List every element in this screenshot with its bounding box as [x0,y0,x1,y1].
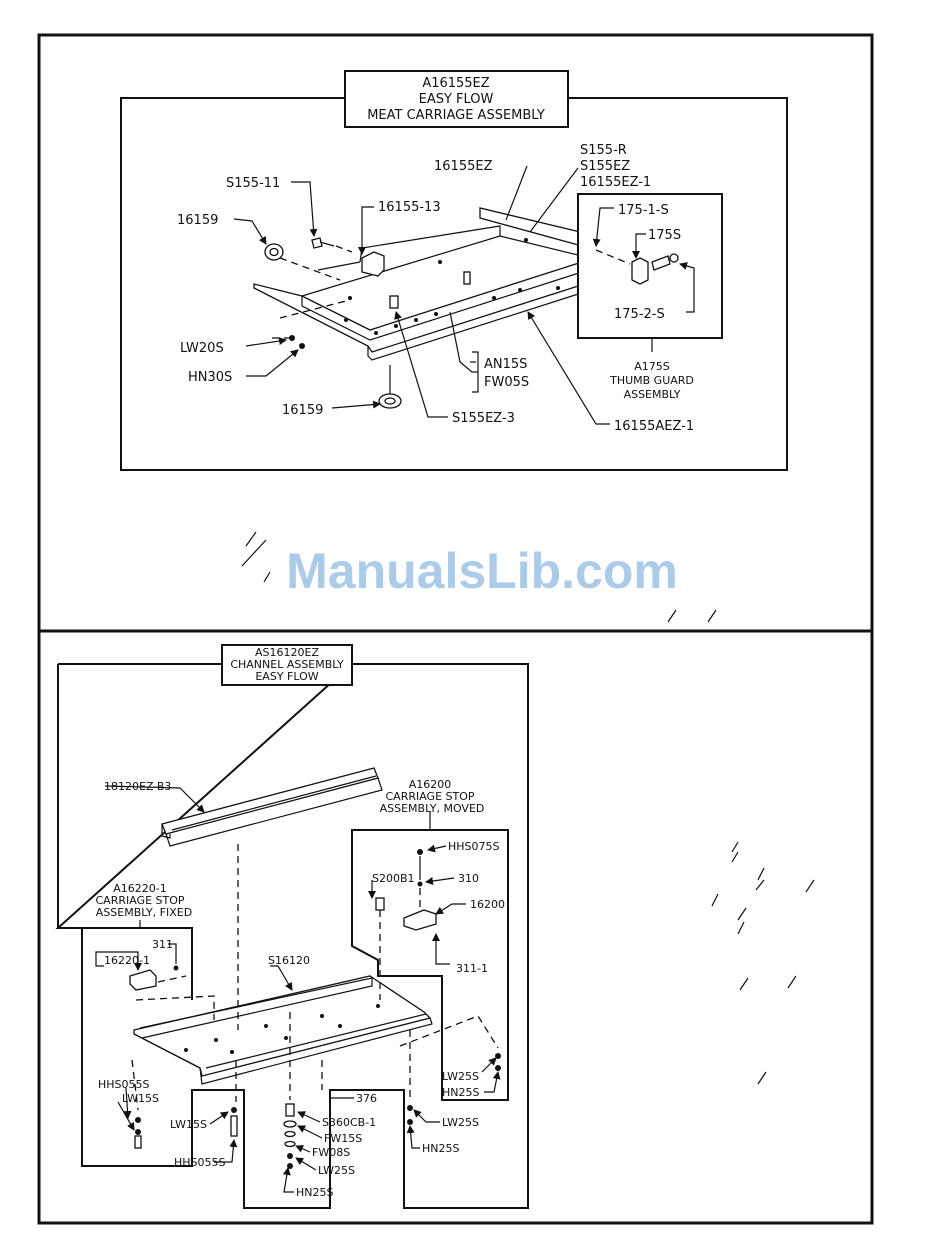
label-lw25s-right: LW25S [442,1116,479,1129]
label-an15s: AN15S [484,357,527,372]
watermark-text: ManualsLib.com [286,543,678,599]
bottom-panel-frame [37,629,874,1225]
label-lw15s-mid: LW15S [170,1118,207,1131]
top-title-line-2: EASY FLOW [419,92,494,107]
label-376: 376 [356,1092,377,1105]
label-lw25s-moved: LW25S [442,1070,479,1083]
label-175-2-s: 175-2-S [614,307,665,322]
top-title-line-1: A16155EZ [422,76,489,91]
bottom-title-line-3: EASY FLOW [255,670,318,683]
label-s16120: S16120 [268,954,310,967]
label-s155-11: S155-11 [226,176,280,191]
label-hn25s-right: HN25S [422,1142,459,1155]
label-s155ez-3: S155EZ-3 [452,411,515,426]
top-title-line-3: MEAT CARRIAGE ASSEMBLY [367,108,545,123]
label-hn30s: HN30S [188,370,232,385]
label-s155-r: S155-R [580,143,627,158]
label-16159-top: 16159 [177,213,218,228]
label-16155ez: 16155EZ [434,159,493,174]
label-16155-13: 16155-13 [378,200,441,215]
bottom-title-box [221,644,353,686]
fixed-stop-title-1: A16220-1 [113,882,167,895]
thumb-guard-title-2: THUMB GUARD [609,374,694,387]
label-hhs055s-left: HHS055S [98,1078,150,1091]
thumb-guard-box [577,193,723,339]
label-fw05s: FW05S [484,375,529,390]
bottom-title-line-2: CHANNEL ASSEMBLY [230,658,344,671]
label-311-1: 311-1 [456,962,488,975]
label-16200: 16200 [470,898,505,911]
label-310: 310 [458,872,479,885]
label-18120ez-b3: 18120EZ-B3 [104,780,171,793]
label-s200b1: S200B1 [372,872,415,885]
label-175s: 175S [648,228,681,243]
moved-stop-title-2: CARRIAGE STOP [385,790,474,803]
channel-assembly-diagram: AS16120EZ CHANNEL ASSEMBLY EASY FLOW [55,644,529,1209]
label-16220-1: 16220-1 [104,954,150,967]
thumb-guard-title-1: A175S [634,360,670,373]
label-hn25s-moved: HN25S [442,1086,479,1099]
fixed-stop-title-2: CARRIAGE STOP [95,894,184,907]
moved-stop-frame [351,829,509,1101]
carriage-tray [253,207,598,361]
channel-s16120 [133,975,433,1085]
fixed-stop-title-3: ASSEMBLY, FIXED [96,906,192,919]
label-16159-bottom: 16159 [282,403,323,418]
label-hhs055s-mid: HHS055S [174,1156,226,1169]
thumb-guard-title-3: ASSEMBLY [624,388,681,401]
label-lw20s: LW20S [180,341,224,356]
label-311: 311 [152,938,173,951]
label-fw08s: FW08S [312,1146,350,1159]
bottom-title-line-1: AS16120EZ [255,646,319,659]
label-fw15s: FW15S [324,1132,362,1145]
label-lw25s-mid: LW25S [318,1164,355,1177]
label-16155aez-1: 16155AEZ-1 [614,419,694,434]
label-lw15s-left: LW15S [122,1092,159,1105]
moved-stop-title-1: A16200 [409,778,452,791]
label-16155ez-1: 16155EZ-1 [580,175,651,190]
fixed-stop-frame [82,927,193,1000]
moved-stop-title-3: ASSEMBLY, MOVED [380,802,485,815]
label-hhs075s: HHS075S [448,840,500,853]
top-title-box [344,70,569,128]
label-s155ez: S155EZ [580,159,630,174]
label-175-1-s: 175-1-S [618,203,669,218]
meat-carriage-assembly-diagram: A16155EZ EASY FLOW MEAT CARRIAGE ASSEMBL… [120,70,788,471]
label-hn25s-mid: HN25S [296,1186,333,1199]
label-s360cb-1: S360CB-1 [322,1116,376,1129]
